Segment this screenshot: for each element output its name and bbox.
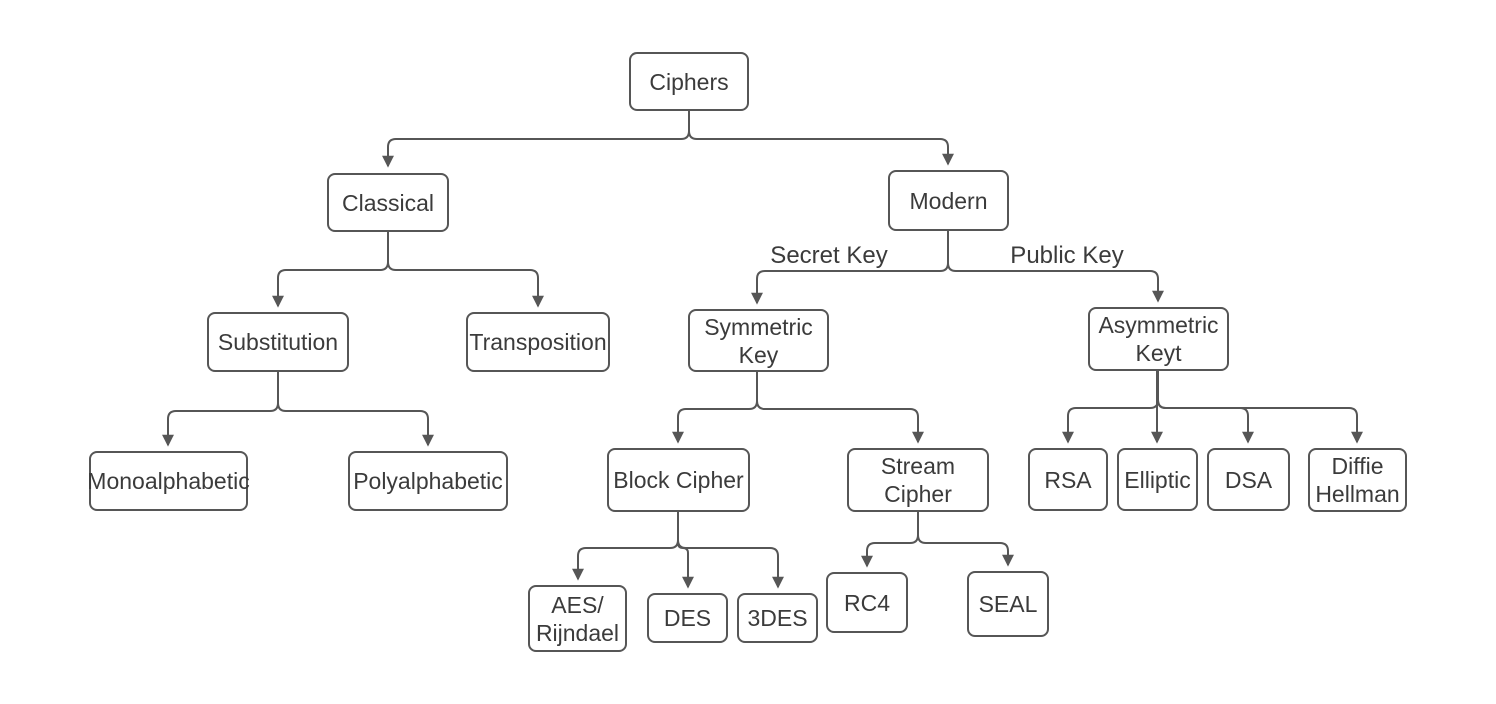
node-symmetric-key-label: Symmetric Key (704, 313, 813, 368)
connector-substitution-polyalphabetic (277, 372, 434, 447)
connector-asymmetric-rsa (1062, 371, 1159, 444)
edge-label-secret-key: Secret Key (767, 243, 891, 269)
node-seal: SEAL (967, 571, 1049, 637)
node-seal-label: SEAL (978, 591, 1038, 617)
connector-block-des (677, 512, 694, 589)
connector-classical-transposition (387, 232, 544, 308)
node-elliptic-label: Elliptic (1124, 466, 1191, 493)
connector-asymmetric-dsa (1157, 371, 1254, 444)
connector-modern-asymmetric-keyt (947, 231, 1164, 303)
node-aes-rijndael-label: AES/ Rijndael (535, 591, 620, 646)
node-asymmetric-keyt-label: Asymmetric Keyt (1098, 312, 1219, 366)
node-stream-cipher-label: Stream Cipher (880, 453, 956, 507)
connector-substitution-monoalphabetic (162, 372, 279, 447)
connector-symmetric-block-cipher (672, 372, 758, 444)
node-dsa: DSA (1207, 448, 1290, 511)
connector-ciphers-classical (382, 111, 690, 168)
node-symmetric-key: Symmetric Key (688, 309, 829, 372)
node-rc4: RC4 (826, 572, 908, 633)
edge-label-public-key: Public Key (1007, 243, 1127, 269)
connector-classical-substitution (272, 232, 389, 308)
node-rsa-label: RSA (1044, 466, 1092, 493)
node-3des: 3DES (737, 593, 818, 643)
node-aes-rijndael: AES/ Rijndael (528, 585, 627, 652)
connector-ciphers-modern (688, 111, 954, 166)
node-substitution: Substitution (207, 312, 349, 372)
node-elliptic: Elliptic (1117, 448, 1198, 511)
node-monoalphabetic: Monoalphabetic (87, 451, 250, 511)
node-classical: Classical (327, 173, 449, 232)
node-diffie-hellman-label: Diffie Hellman (1315, 453, 1400, 507)
node-polyalphabetic-label: Polyalphabetic (353, 468, 503, 494)
node-stream-cipher: Stream Cipher (847, 448, 989, 512)
node-3des-label: 3DES (747, 605, 808, 631)
node-rc4-label: RC4 (843, 589, 890, 616)
connector-symmetric-stream-cipher (756, 372, 924, 444)
node-des: DES (647, 593, 728, 643)
node-substitution-label: Substitution (217, 329, 339, 355)
node-transposition-label: Transposition (469, 329, 607, 355)
node-modern-label: Modern (909, 187, 988, 214)
node-diffie-hellman: Diffie Hellman (1308, 448, 1407, 512)
node-block-cipher-label: Block Cipher (613, 467, 744, 493)
connector-asymmetric-diffie-hellman (1157, 371, 1363, 444)
node-transposition: Transposition (466, 312, 610, 372)
node-des-label: DES (663, 605, 712, 631)
node-dsa-label: DSA (1224, 466, 1273, 493)
connector-block-3des (677, 512, 784, 589)
node-classical-label: Classical (341, 189, 435, 216)
node-ciphers: Ciphers (629, 52, 749, 111)
connector-stream-rc4 (861, 512, 919, 568)
node-asymmetric-keyt: Asymmetric Keyt (1088, 307, 1229, 371)
node-ciphers-label: Ciphers (649, 68, 729, 95)
node-monoalphabetic-label: Monoalphabetic (87, 468, 250, 494)
node-rsa: RSA (1028, 448, 1108, 511)
node-block-cipher: Block Cipher (607, 448, 750, 512)
node-modern: Modern (888, 170, 1009, 231)
node-polyalphabetic: Polyalphabetic (348, 451, 508, 511)
connector-stream-seal (917, 512, 1014, 567)
connector-block-aes-rijndael (572, 512, 679, 581)
